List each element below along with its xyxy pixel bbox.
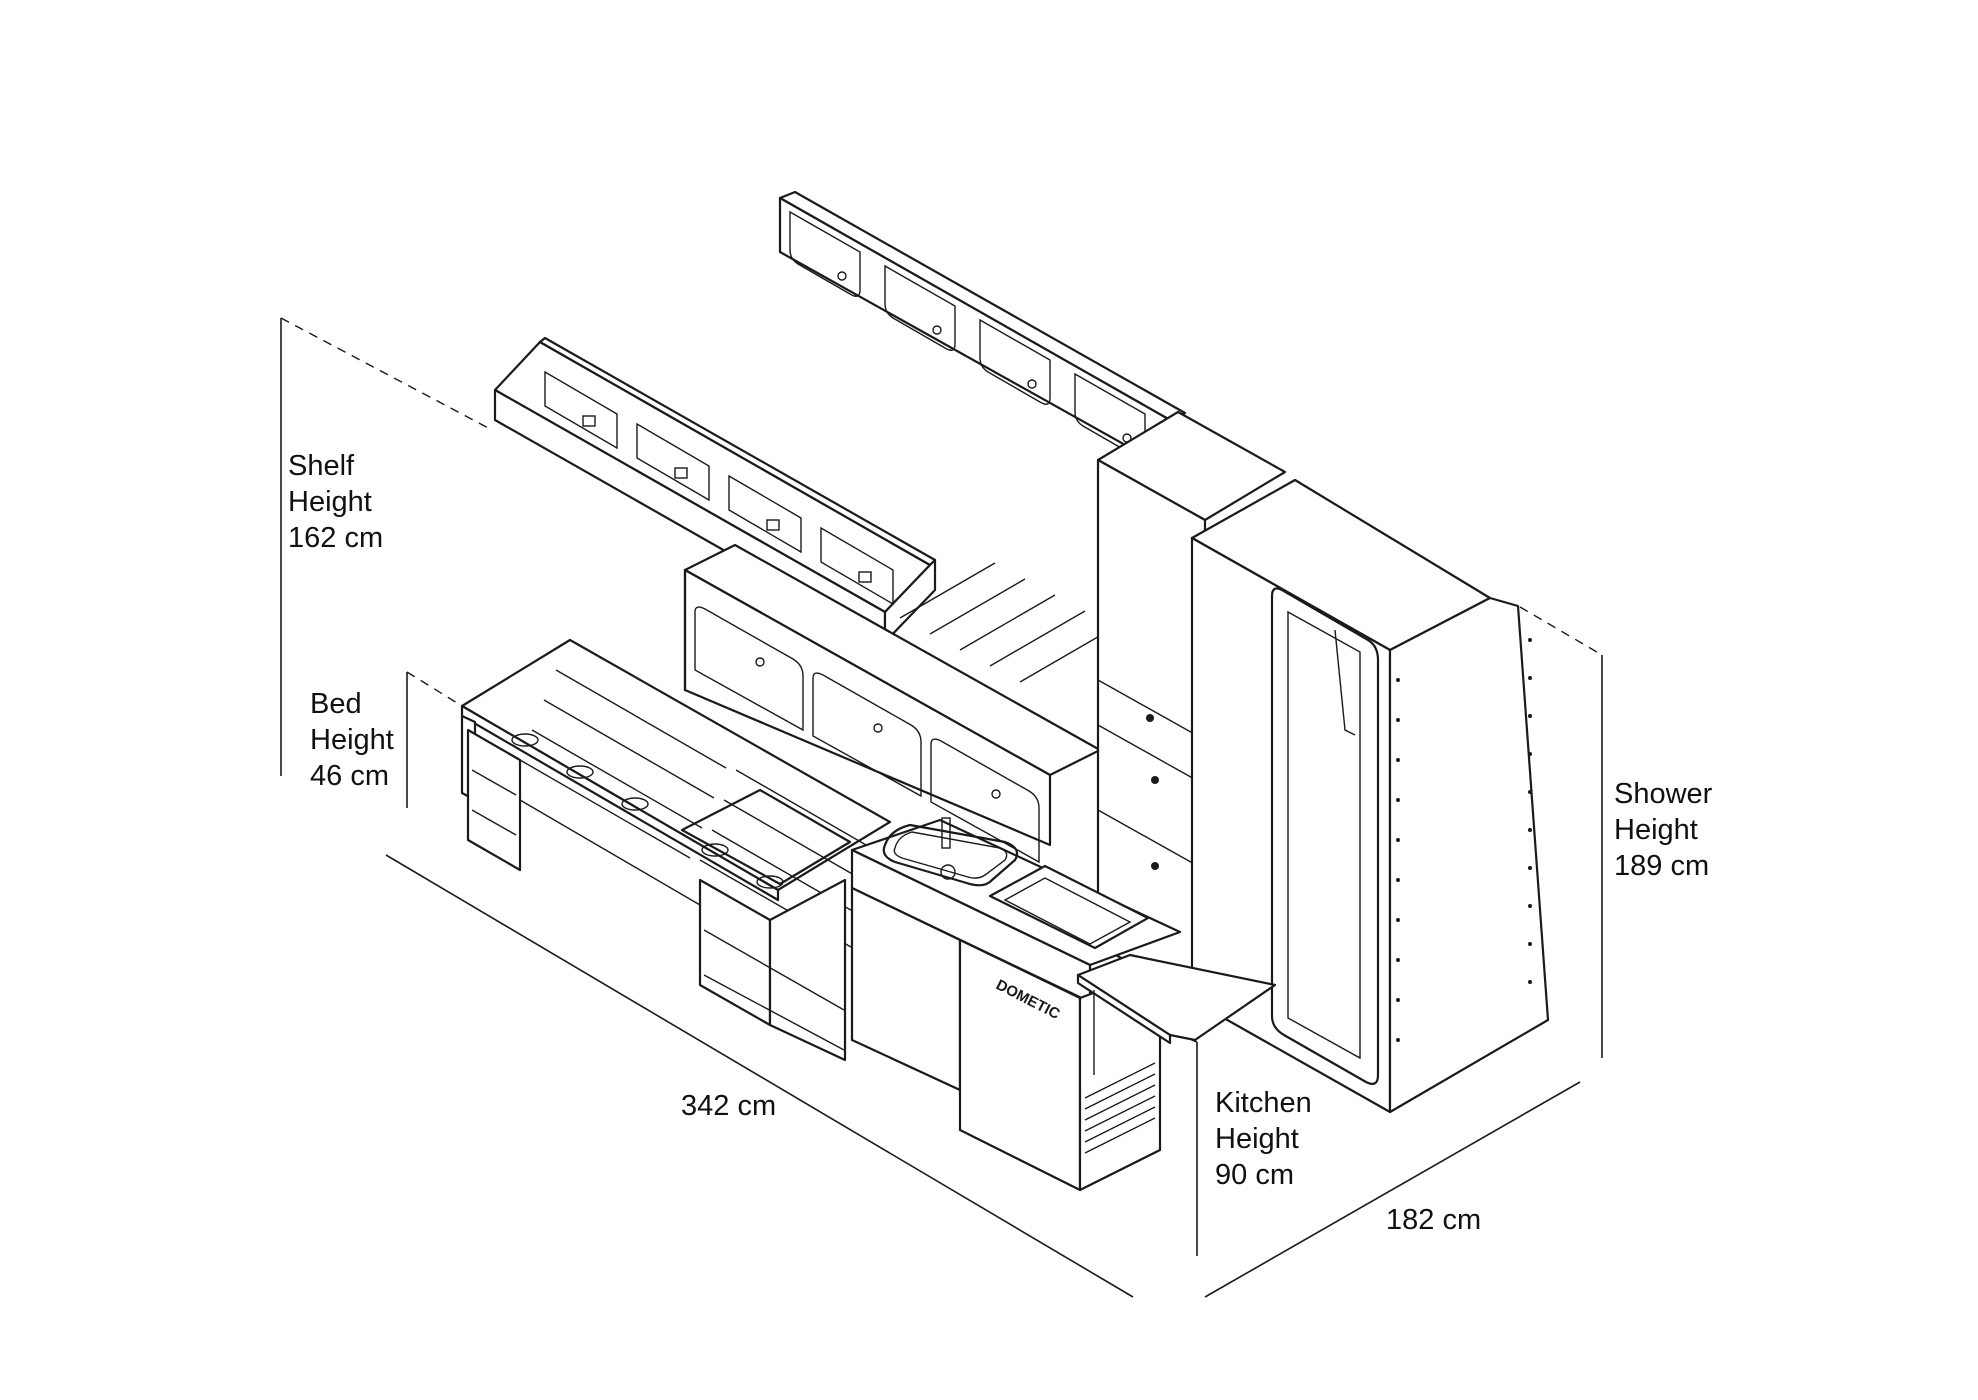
rivet-dot [1528,904,1532,908]
rivet-dot [1396,878,1400,882]
shower-label-line-3: 189 cm [1614,850,1710,882]
rivet-dot [1396,958,1400,962]
rivet-dot [1396,718,1400,722]
base-cabinet-door [694,606,804,732]
bed-slat [899,562,996,619]
depth-label: 182 cm [1386,1202,1481,1238]
kitchen-unit: DOMETIC [850,817,1182,1192]
kitchen-label-line-1: Kitchen [1215,1087,1312,1119]
vent-slat [1084,1062,1156,1099]
bed-handle-icon [621,797,649,811]
length-dimension-342 [385,854,1134,1298]
rivet-dot [1396,758,1400,762]
length-label-text: 342 cm [681,1090,777,1122]
bed-height-label: Bed Height 46 cm [310,686,394,794]
rivet-dot [1528,980,1532,984]
bed-slat [929,578,1026,635]
shelf-label-line-1: Shelf [288,450,355,482]
cabinet-door [884,264,956,351]
bed-slat [959,594,1056,651]
rivet-dot [1396,838,1400,842]
door-knob-icon [873,723,883,733]
rivet-dot [1528,752,1532,756]
vent-slat [1084,1106,1156,1143]
vent-slat [1084,1084,1156,1121]
bed-label-line-2: Height [310,724,394,756]
latch-icon [858,571,872,583]
rivet-dot [1396,918,1400,922]
shelf-height-label: Shelf Height 162 cm [288,448,383,556]
rivet-dot [1528,790,1532,794]
shelf-door [544,370,618,450]
rear-overhead-cabinets [778,190,1187,472]
bed-label-line-1: Bed [310,688,362,720]
rivet-dot [1528,828,1532,832]
shower-cabin [1190,478,1550,1114]
rivet-dot [1396,678,1400,682]
shelf-door [728,474,802,554]
rivet-dot [1396,798,1400,802]
bed-frame [460,638,907,1062]
shelf-door [820,526,894,606]
vent-slat [1084,1073,1156,1110]
rivet-dot [1528,942,1532,946]
rivet-dot [1528,866,1532,870]
door-knob-icon [755,657,765,667]
latch-icon [582,415,596,427]
latch-icon [674,467,688,479]
kitchen-height-label: Kitchen Height 90 cm [1215,1085,1312,1193]
bed-label-line-3: 46 cm [310,760,389,792]
shower-height-dimension [1519,606,1603,1058]
kitchen-height-dimension [1191,1039,1198,1256]
bed-handle-icon [701,843,729,857]
rivet-dot [1396,1038,1400,1042]
vent-slat [1084,1117,1156,1154]
shelf-label-line-2: Height [288,486,372,518]
kitchen-label-line-3: 90 cm [1215,1159,1294,1191]
bed-handle-icon [756,875,784,889]
bed-slot [531,729,703,829]
rivet-dot [1396,998,1400,1002]
bed-slat [989,610,1086,667]
rivet-dot [1528,676,1532,680]
shower-label-line-2: Height [1614,814,1698,846]
bed-slot [555,669,727,769]
fold-out-table [1076,953,1277,1075]
door-knob-icon [1027,379,1037,389]
wardrobe-column [1096,410,1287,1007]
shelf-door [636,422,710,502]
base-cabinet-door [812,672,922,798]
base-cabinet-door [930,738,1040,864]
rivet-dot [1528,638,1532,642]
vent-slat [1084,1095,1156,1132]
cabinet-door [979,318,1051,405]
depth-label-text: 182 cm [1386,1204,1482,1236]
bed-slot [543,699,715,799]
door-knob-icon [932,325,942,335]
length-label: 342 cm [681,1088,776,1124]
door-knob-icon [837,271,847,281]
bed-height-dimension [406,671,463,808]
shelf-label-line-3: 162 cm [288,522,384,554]
shower-height-label: Shower Height 189 cm [1614,776,1712,884]
rear-base-cabinets [683,543,1116,864]
rivet-dot [1528,714,1532,718]
cabinet-door [789,210,861,297]
shelf-height-dimension [280,317,493,776]
latch-icon [766,519,780,531]
depth-dimension-182 [1204,1081,1581,1298]
bed-handle-icon [566,765,594,779]
door-knob-icon [991,789,1001,799]
shower-label-line-1: Shower [1614,778,1713,810]
kitchen-label-line-2: Height [1215,1123,1299,1155]
bed-slot [519,759,691,859]
bed-handle-icon [511,733,539,747]
